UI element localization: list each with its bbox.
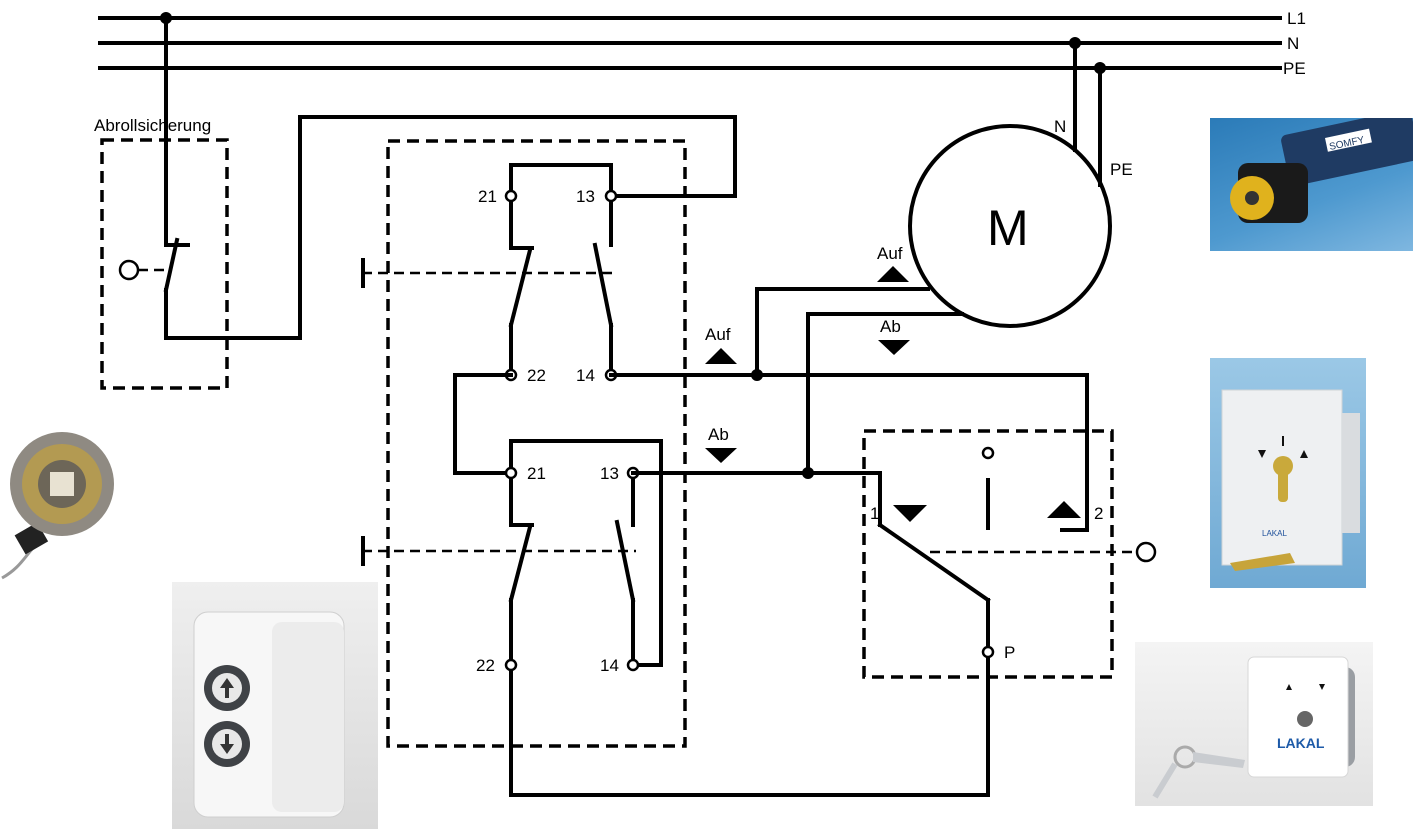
key-switch-tp: P [1004,643,1015,662]
tubular-motor-photo: SOMFY [1210,109,1420,251]
c2-t21: 21 [527,464,546,483]
motor: M N PE Auf Ab [755,41,1133,355]
label-pe: PE [1283,59,1306,78]
push-button-box-icon [193,611,345,818]
c1-t21: 21 [478,187,497,206]
c1-t22: 22 [527,366,546,385]
label-l1: L1 [1287,9,1306,28]
contactor-1: 21 13 22 14 [361,163,618,385]
safety-brake-photo [0,418,135,586]
c2-t13: 13 [600,464,619,483]
key-switch-photo: LAKAL [1210,358,1366,588]
tubular-motor-icon: SOMFY [1230,109,1420,223]
key-switch: 1 2 P [509,429,1157,797]
c1-t13: 13 [576,187,595,206]
motor-pe-label: PE [1110,160,1133,179]
motor-up-label: Auf [877,244,903,263]
motor-down-label: Ab [880,317,901,336]
safety-label: Abrollsicherung [94,116,211,135]
c1-t14: 14 [576,366,595,385]
supply-lines: L1 N PE [98,9,1306,78]
push-button-box-photo [172,582,378,829]
contactor-box [386,139,687,748]
key-switch-photo-2: LAKAL [1135,642,1373,806]
key-switch-t2: 2 [1094,504,1103,523]
label-n: N [1287,34,1299,53]
motor-n-label: N [1054,117,1066,136]
arrow-up-icon [220,678,234,698]
safety-brake-icon [1,432,114,580]
key-switch-brand: LAKAL [1262,529,1287,538]
contactor-2: 21 13 22 14 [361,439,663,797]
key-switch-icon: LAKAL [1221,389,1360,571]
mid-down-label: Ab [708,425,729,444]
key-switch-2-icon: LAKAL [1152,656,1355,799]
arrow-down-icon [220,734,234,754]
mid-up-label: Auf [705,325,731,344]
c2-t14: 14 [600,656,619,675]
key-switch-t1: 1 [870,504,879,523]
unroll-safety-switch: Abrollsicherung [94,16,737,390]
key-switch-2-brand: LAKAL [1277,735,1325,751]
c2-t22: 22 [476,656,495,675]
motor-symbol: M [987,200,1029,256]
